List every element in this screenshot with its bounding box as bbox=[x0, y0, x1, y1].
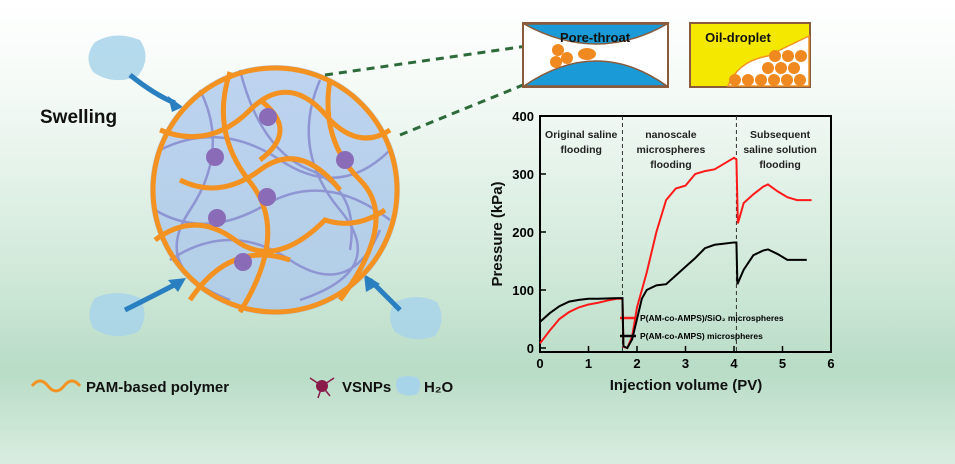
x-tick-label: 6 bbox=[827, 356, 834, 371]
phase-annotation: Original saline bbox=[545, 129, 618, 141]
figure-legend: PAM-based polymer VSNPs H₂O bbox=[30, 376, 453, 399]
x-tick-label: 0 bbox=[536, 356, 543, 371]
phase-annotation: nanoscale bbox=[645, 129, 697, 141]
legend-entry: P(AM-co-AMPS) microspheres bbox=[640, 331, 763, 341]
swelling-label: Swelling bbox=[40, 107, 117, 128]
phase-annotation: microspheres bbox=[637, 144, 706, 156]
x-axis-label: Injection volume (PV) bbox=[610, 377, 763, 394]
pressure-chart: Pressure (kPa) Injection volume (PV) 0 1 2… bbox=[489, 109, 835, 394]
vsnp-particles bbox=[206, 108, 354, 271]
y-tick-label: 0 bbox=[527, 341, 534, 356]
oil-droplet-inset: Oil-droplet bbox=[689, 22, 811, 88]
water-droplet-icon bbox=[88, 35, 146, 81]
phase-annotation: saline solution bbox=[743, 144, 817, 156]
connector-lines bbox=[324, 40, 556, 137]
legend-vsnps: VSNPs bbox=[342, 379, 391, 396]
y-axis-label: Pressure (kPa) bbox=[489, 181, 506, 286]
oil-droplet-label: Oil-droplet bbox=[705, 30, 771, 45]
series-line-1 bbox=[539, 241, 807, 350]
water-droplet-icon bbox=[390, 297, 442, 340]
pore-throat-inset: Pore-throat bbox=[521, 22, 670, 88]
pore-throat-label: Pore-throat bbox=[560, 30, 631, 45]
y-tick-label: 100 bbox=[512, 283, 534, 298]
series-line-0 bbox=[539, 156, 812, 350]
y-tick-label: 400 bbox=[512, 109, 534, 124]
phase-annotation: flooding bbox=[561, 144, 602, 156]
legend-polymer: PAM-based polymer bbox=[86, 379, 229, 396]
water-icon bbox=[396, 376, 421, 396]
legend-water: H₂O bbox=[424, 379, 453, 396]
x-tick-label: 4 bbox=[730, 356, 738, 371]
x-tick-label: 3 bbox=[682, 356, 689, 371]
phase-annotation: flooding bbox=[650, 159, 691, 171]
phase-annotation: flooding bbox=[759, 159, 800, 171]
x-tick-label: 1 bbox=[585, 356, 592, 371]
legend-entry: P(AM-co-AMPS)/SiO₂ microspheres bbox=[640, 313, 784, 323]
vsnp-icon bbox=[309, 377, 335, 399]
x-tick-label: 5 bbox=[779, 356, 786, 371]
x-tick-label: 2 bbox=[633, 356, 640, 371]
y-tick-label: 300 bbox=[512, 167, 534, 182]
phase-annotation: Subsequent bbox=[750, 129, 811, 141]
microsphere bbox=[150, 65, 400, 315]
water-droplet-icon bbox=[89, 293, 145, 337]
polymer-wave-icon bbox=[30, 379, 82, 393]
y-tick-label: 200 bbox=[512, 225, 534, 240]
